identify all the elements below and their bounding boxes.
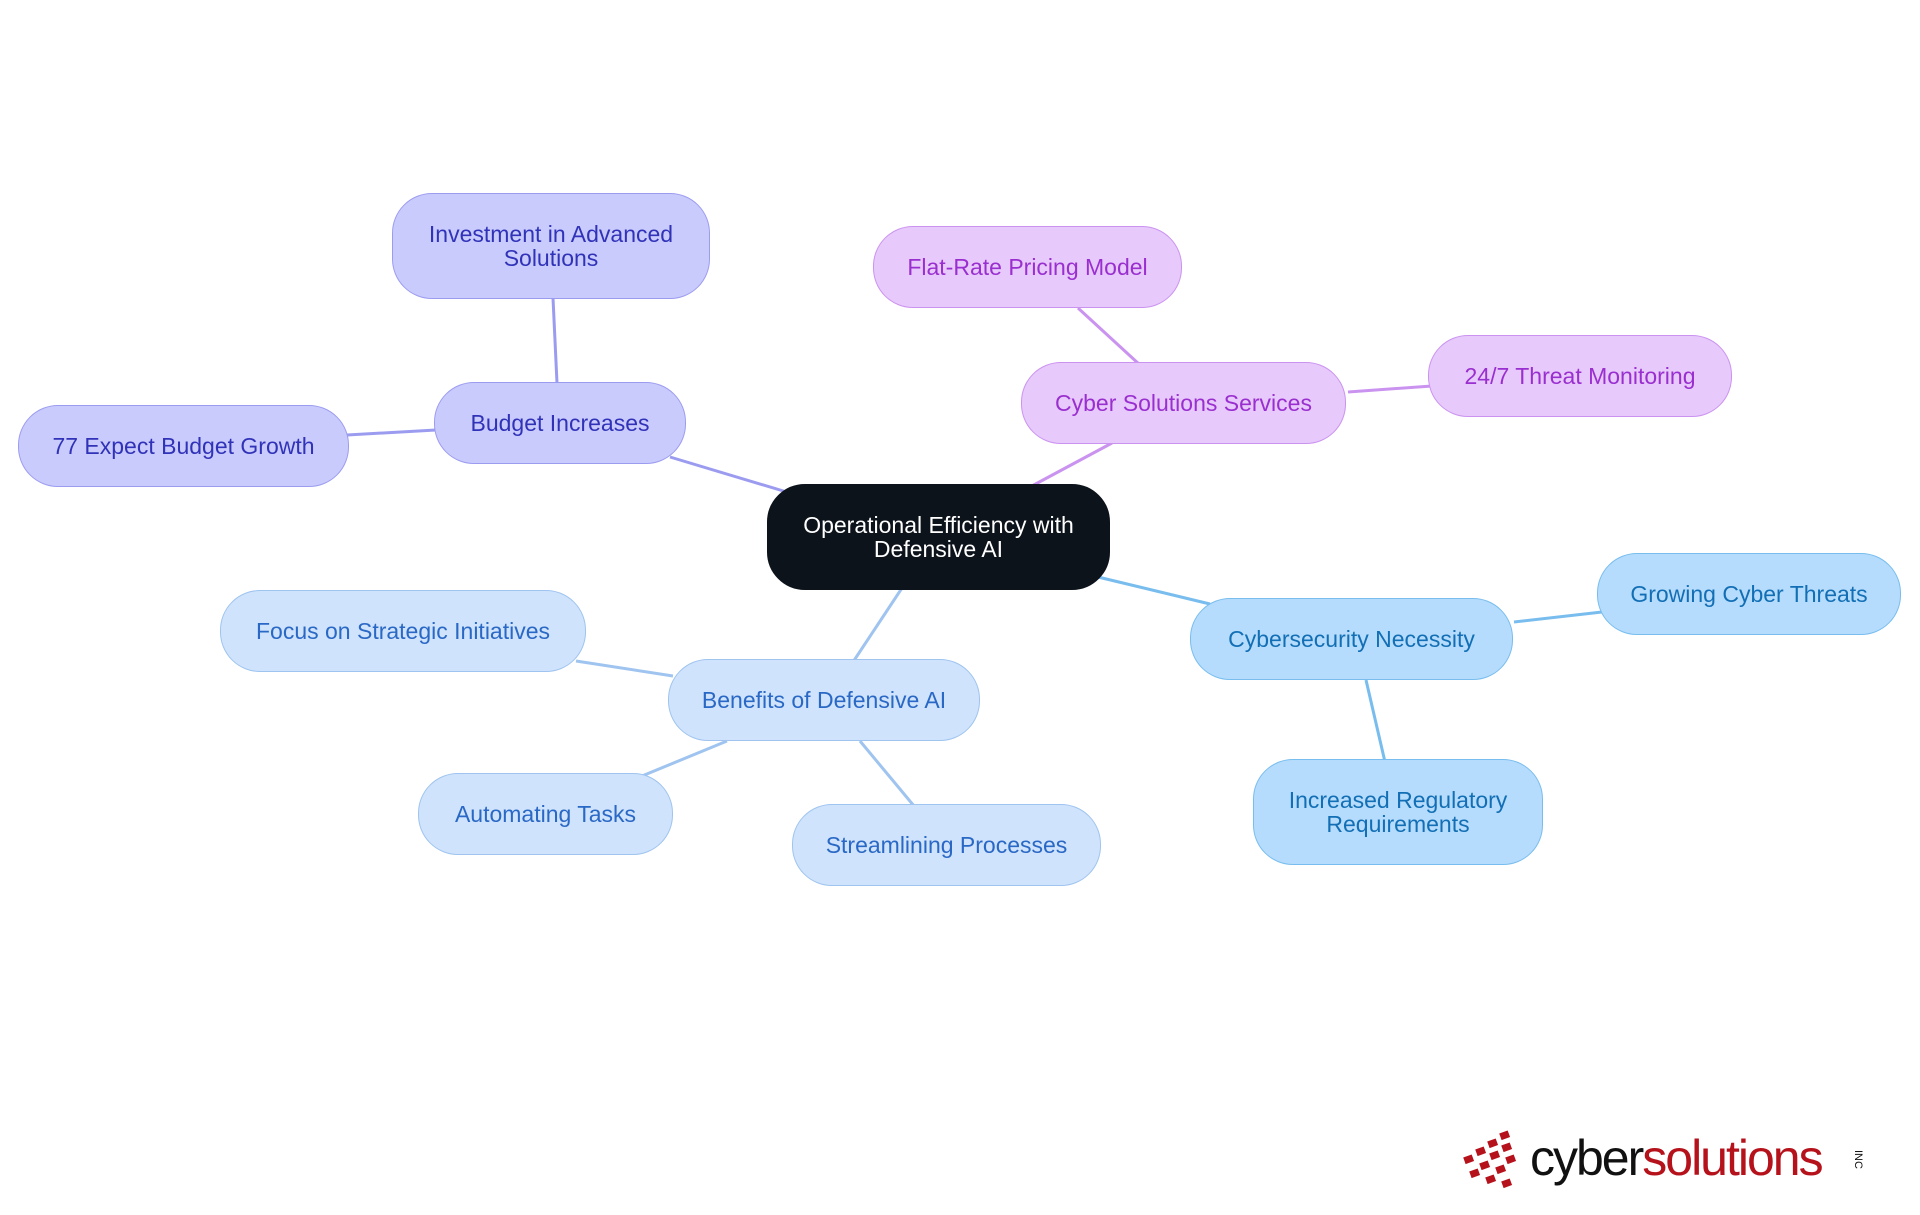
strategic-initiatives-label: Focus on Strategic Initiatives	[255, 618, 551, 644]
edge-benefits-focus	[575, 659, 674, 678]
edge-root-budget	[669, 455, 791, 495]
edge-necessity-threats	[1513, 610, 1603, 624]
benefits-label: Benefits of Defensive AI	[701, 687, 947, 713]
streamlining-processes-label: Streamlining Processes	[825, 832, 1068, 858]
edge-necessity-regulatory	[1364, 679, 1387, 763]
regulatory-label-line2: Requirements	[1326, 811, 1470, 837]
growing-threats-label: Growing Cyber Threats	[1630, 581, 1868, 607]
edge-root-cyber	[1029, 441, 1113, 489]
cybersolutions-logo: cybersolutions INC	[1462, 1120, 1882, 1200]
budget-growth-node: 77 Expect Budget Growth	[18, 405, 349, 487]
root-label-line2: Defensive AI	[873, 536, 1004, 562]
automating-tasks-node: Automating Tasks	[418, 773, 673, 855]
flat-rate-pricing-node: Flat-Rate Pricing Model	[873, 226, 1182, 308]
edge-root-benefits	[851, 587, 904, 663]
cybersecurity-necessity-node: Cybersecurity Necessity	[1190, 598, 1513, 680]
edge-cyber-pricing	[1076, 306, 1142, 367]
budget-growth-label: 77 Expect Budget Growth	[52, 433, 315, 459]
logo-inc-suffix: INC	[1852, 1150, 1864, 1169]
root-node: Operational Efficiency with Defensive AI	[767, 484, 1110, 590]
logo-word-cyber: cyber	[1530, 1130, 1644, 1186]
edge-budget-growth	[346, 428, 437, 437]
streamlining-processes-node: Streamlining Processes	[792, 804, 1101, 886]
cybersecurity-necessity-label: Cybersecurity Necessity	[1228, 626, 1475, 652]
flat-rate-pricing-label: Flat-Rate Pricing Model	[907, 254, 1148, 280]
automating-tasks-label: Automating Tasks	[454, 801, 637, 827]
budget-increases-node: Budget Increases	[434, 382, 686, 464]
edge-benefits-streamlining	[858, 740, 916, 807]
threat-monitoring-node: 24/7 Threat Monitoring	[1428, 335, 1732, 417]
edge-cyber-monitoring	[1347, 384, 1433, 394]
investment-node: Investment in Advanced Solutions	[392, 193, 710, 299]
logo-mark-icon	[1463, 1130, 1517, 1189]
edge-benefits-automating	[641, 739, 728, 778]
edge-budget-invest	[551, 297, 559, 384]
logo-word-solutions: solutions	[1642, 1130, 1823, 1186]
investment-label-line1: Investment in Advanced	[428, 221, 674, 247]
edge-root-necessity	[1097, 575, 1211, 606]
cyber-solutions-node: Cyber Solutions Services	[1021, 362, 1346, 444]
root-label-line1: Operational Efficiency with	[803, 512, 1074, 538]
regulatory-requirements-node: Increased Regulatory Requirements	[1253, 759, 1543, 865]
strategic-initiatives-node: Focus on Strategic Initiatives	[220, 590, 586, 672]
regulatory-label-line1: Increased Regulatory	[1288, 787, 1508, 813]
threat-monitoring-label: 24/7 Threat Monitoring	[1464, 363, 1696, 389]
growing-threats-node: Growing Cyber Threats	[1597, 553, 1901, 635]
benefits-node: Benefits of Defensive AI	[668, 659, 980, 741]
investment-label-line2: Solutions	[503, 245, 599, 271]
cyber-solutions-label: Cyber Solutions Services	[1055, 390, 1312, 416]
budget-increases-label: Budget Increases	[470, 410, 650, 436]
logo-wordmark: cybersolutions	[1530, 1128, 1824, 1188]
